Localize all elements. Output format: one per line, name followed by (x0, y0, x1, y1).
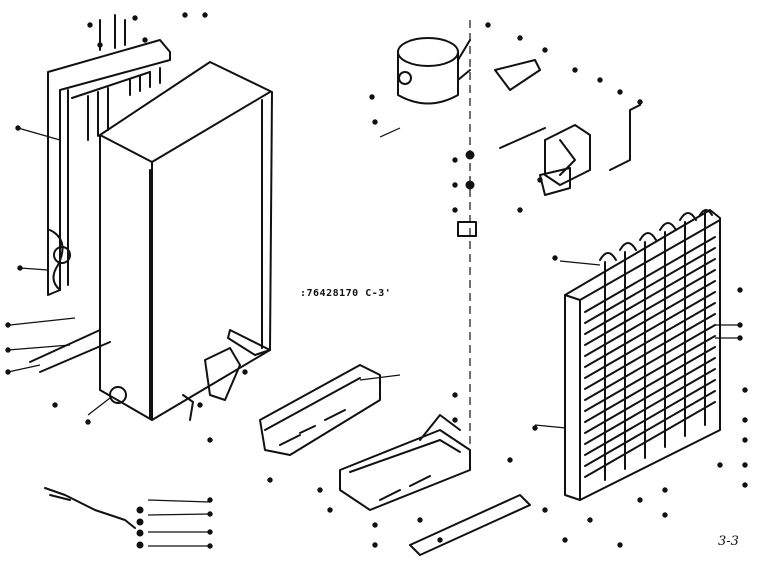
callout-marker (542, 47, 548, 53)
coil-tube (584, 236, 716, 313)
callout-marker (372, 542, 378, 548)
callout-marker (662, 512, 668, 518)
coil-tube (584, 379, 716, 456)
page-mark: 3-3 (718, 534, 739, 549)
callout-marker (742, 462, 748, 468)
cabinet-base-parts (29, 329, 241, 421)
callout-marker (517, 207, 523, 213)
callout-marker (52, 402, 58, 408)
condenser-coil (564, 209, 721, 501)
drain-tray (339, 414, 531, 556)
coil-tube (584, 269, 716, 346)
coil-tube (584, 368, 716, 445)
callout-marker (5, 369, 11, 375)
leader-lines (7, 127, 740, 547)
callout-marker (452, 157, 458, 163)
coil-tube (584, 346, 716, 423)
callout-marker (207, 437, 213, 443)
callout-marker (562, 537, 568, 543)
back-panel (47, 14, 171, 296)
callout-marker (417, 517, 423, 523)
callout-marker (742, 437, 748, 443)
callout-marker (242, 369, 248, 375)
callout-marker (737, 335, 743, 341)
coil-tube (584, 280, 716, 357)
coil-tube (584, 258, 716, 335)
callout-marker (662, 487, 668, 493)
callout-marker (97, 42, 103, 48)
callout-marker (537, 177, 543, 183)
coil-tube (584, 390, 716, 467)
callout-marker (742, 417, 748, 423)
callout-marker (517, 35, 523, 41)
callout-marker (737, 287, 743, 293)
coil-tube (584, 247, 716, 324)
callout-marker (552, 255, 558, 261)
coil-tube (584, 302, 716, 379)
loose-parts (44, 487, 144, 549)
callout-marker (452, 417, 458, 423)
callout-marker (182, 12, 188, 18)
coil-tube (584, 291, 716, 368)
relay-overload (494, 59, 641, 196)
callout-marker (617, 89, 623, 95)
callout-marker (637, 99, 643, 105)
callout-marker (637, 497, 643, 503)
callout-marker (485, 22, 491, 28)
callout-marker (437, 537, 443, 543)
model-code: :76428170 C-3' (300, 288, 391, 299)
callout-marker (452, 392, 458, 398)
callout-marker (742, 387, 748, 393)
coil-tube (584, 401, 716, 478)
coil-tube (584, 324, 716, 401)
callout-marker (327, 507, 333, 513)
callout-marker (369, 94, 375, 100)
base-pan (259, 364, 381, 456)
callout-marker (17, 265, 23, 271)
callout-marker (132, 15, 138, 21)
centerline (457, 20, 477, 460)
callout-marker (15, 125, 21, 131)
coil-tube (584, 357, 716, 434)
callout-marker (142, 37, 148, 43)
callout-marker (267, 477, 273, 483)
callout-marker (207, 543, 213, 549)
callout-marker (5, 347, 11, 353)
coil-tube (584, 335, 716, 412)
callout-marker (372, 522, 378, 528)
callout-marker (572, 67, 578, 73)
callout-marker (87, 22, 93, 28)
callout-marker (207, 497, 213, 503)
callout-marker (597, 77, 603, 83)
callout-marker (372, 119, 378, 125)
callout-marker (742, 482, 748, 488)
callout-marker (717, 462, 723, 468)
callout-marker (85, 419, 91, 425)
callout-marker (202, 12, 208, 18)
callout-marker (532, 425, 538, 431)
callout-marker (617, 542, 623, 548)
callout-marker (207, 511, 213, 517)
callout-marker (5, 322, 11, 328)
callout-marker (542, 507, 548, 513)
callout-marker (197, 402, 203, 408)
compressor (397, 37, 471, 105)
coil-tube (584, 313, 716, 390)
callout-markers (5, 12, 748, 549)
callout-marker (737, 322, 743, 328)
callout-marker (452, 207, 458, 213)
cabinet (99, 61, 273, 421)
callout-marker (317, 487, 323, 493)
callout-marker (452, 182, 458, 188)
callout-marker (507, 457, 513, 463)
callout-marker (587, 517, 593, 523)
callout-marker (207, 529, 213, 535)
